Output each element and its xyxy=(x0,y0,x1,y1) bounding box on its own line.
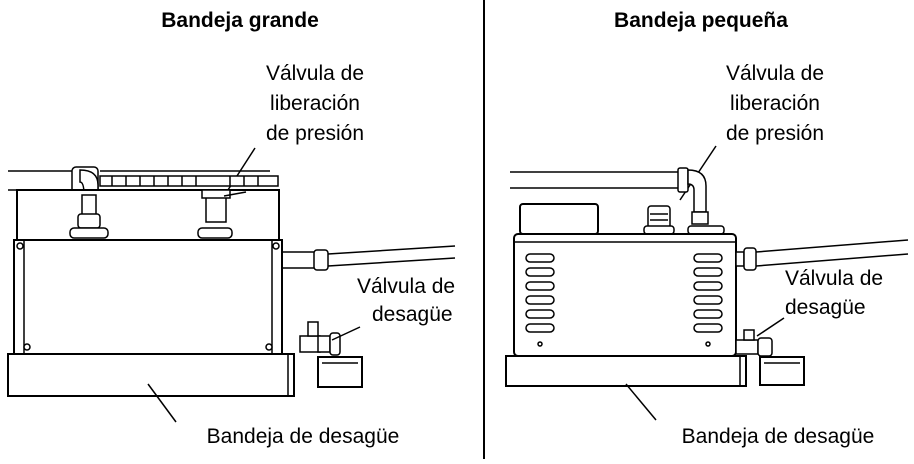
right-title: Bandeja pequeña xyxy=(614,9,788,32)
left-pressure-valve-label-line3: de presión xyxy=(266,122,364,145)
right-drain-valve-label-line2: desagüe xyxy=(785,296,866,319)
left-drain-tray xyxy=(7,353,295,397)
right-drain-valve-label-line1: Válvula de xyxy=(785,267,883,290)
left-drain-tray-leader xyxy=(147,383,177,423)
left-body xyxy=(13,239,283,355)
right-pressure-valve xyxy=(643,205,725,235)
left-panel: Bandeja grande Válvula de liberación de … xyxy=(7,9,456,448)
right-pressure-valve-label-line1: Válvula de xyxy=(726,62,824,85)
left-pressure-valve xyxy=(197,189,247,239)
left-pressure-valve-label-line2: liberación xyxy=(270,92,360,115)
right-pressure-valve-label-line2: liberación xyxy=(730,92,820,115)
right-drain-valve-leader xyxy=(756,317,785,337)
left-fitting xyxy=(69,194,109,239)
left-lid-ridge xyxy=(99,175,279,187)
right-drain-tray-label: Bandeja de desagüe xyxy=(682,425,875,448)
right-drain-tray-leader xyxy=(625,383,657,421)
left-small-container xyxy=(317,356,363,388)
right-pressure-valve-label-line3: de presión xyxy=(726,122,824,145)
right-body xyxy=(513,233,737,357)
left-drain-valve xyxy=(299,321,341,356)
left-lid xyxy=(16,189,280,241)
right-drain-tray xyxy=(505,355,747,387)
right-panel: Bandeja pequeña Válvula de liberación de… xyxy=(505,9,909,448)
right-control-box xyxy=(519,203,599,235)
left-side-hose xyxy=(282,245,456,271)
left-drain-valve-label-line1: Válvula de xyxy=(357,275,455,298)
right-left-vents xyxy=(525,253,555,347)
right-drain-valve xyxy=(735,329,773,357)
right-right-vents xyxy=(693,253,723,347)
left-drain-valve-label-line2: desagüe xyxy=(372,303,453,326)
right-side-hose xyxy=(735,239,909,271)
left-pressure-valve-label-line1: Válvula de xyxy=(266,62,364,85)
left-drain-tray-label: Bandeja de desagüe xyxy=(207,425,400,448)
left-title: Bandeja grande xyxy=(161,9,319,32)
left-drain-valve-leader xyxy=(331,326,361,341)
right-top-pipe xyxy=(510,167,709,225)
right-small-container xyxy=(759,356,805,386)
